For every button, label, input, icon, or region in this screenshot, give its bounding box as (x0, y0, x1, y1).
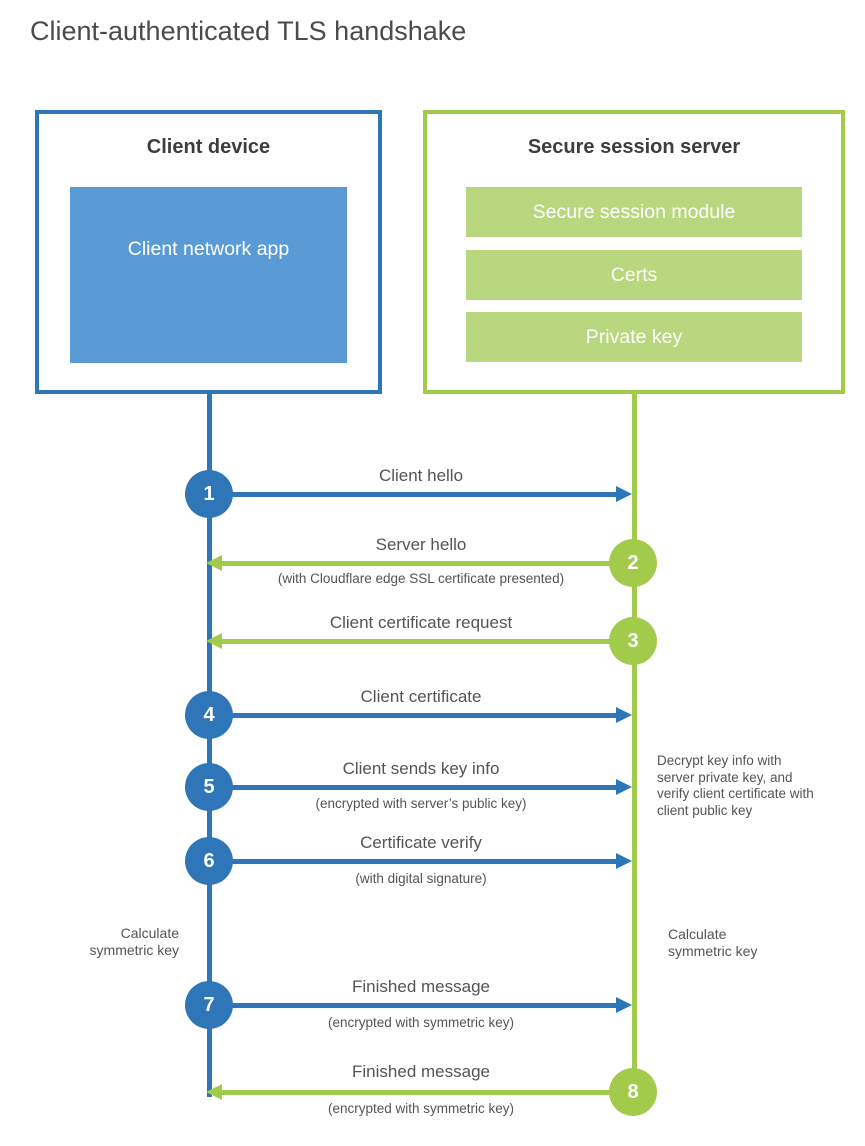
message-5-arrow (209, 785, 616, 790)
page-title: Client-authenticated TLS handshake (30, 16, 467, 46)
client-calculate-note: Calculate symmetric key (89, 925, 179, 958)
arrowhead-left-icon (206, 633, 222, 649)
message-3-arrow (222, 639, 634, 644)
server-module-certs: Certs (466, 250, 802, 300)
server-module-private-key: Private key (466, 312, 802, 362)
server-lifeline (632, 393, 637, 1092)
step-circle-1: 1 (185, 470, 233, 518)
step-circle-3: 3 (609, 617, 657, 665)
message-7-label: Finished message (352, 977, 490, 996)
step-circle-5: 5 (185, 763, 233, 811)
message-3-label: Client certificate request (329, 613, 513, 632)
message-7-sublabel: (encrypted with symmetric key) (327, 1015, 515, 1030)
message-5-sublabel: (encrypted with server’s public key) (315, 796, 527, 811)
step-circle-2: 2 (609, 539, 657, 587)
message-8-label: Finished message (352, 1062, 490, 1081)
arrowhead-left-icon (206, 555, 222, 571)
client-lifeline (207, 393, 212, 1097)
message-1-arrow (209, 492, 616, 497)
server-decrypt-note: Decrypt key info with server private key… (657, 753, 814, 818)
message-2-sublabel: (with Cloudflare edge SSL certificate pr… (277, 571, 565, 586)
step-circle-6: 6 (185, 837, 233, 885)
client-device-title: Client device (146, 136, 271, 158)
message-6-sublabel: (with digital signature) (355, 871, 487, 886)
arrowhead-right-icon (616, 997, 632, 1013)
message-1-label: Client hello (378, 466, 464, 485)
client-network-app-label: Client network app (127, 238, 290, 260)
step-circle-4: 4 (185, 691, 233, 739)
arrowhead-left-icon (206, 1084, 222, 1100)
message-2-label: Server hello (375, 535, 467, 554)
message-4-arrow (209, 713, 616, 718)
message-8-arrow (222, 1090, 634, 1095)
server-calculate-note: Calculate symmetric key (668, 926, 758, 959)
message-6-label: Certificate verify (360, 833, 482, 852)
arrowhead-right-icon (616, 486, 632, 502)
message-5-label: Client sends key info (342, 759, 500, 778)
message-8-sublabel: (encrypted with symmetric key) (327, 1101, 515, 1116)
arrowhead-right-icon (616, 779, 632, 795)
arrowhead-right-icon (616, 707, 632, 723)
message-2-arrow (222, 561, 634, 566)
server-title: Secure session server (527, 136, 741, 158)
client-network-app-box: Client network app (70, 187, 347, 363)
step-circle-7: 7 (185, 981, 233, 1029)
arrowhead-right-icon (616, 853, 632, 869)
step-circle-8: 8 (609, 1068, 657, 1116)
server-module-secure-session: Secure session module (466, 187, 802, 237)
message-7-arrow (209, 1003, 616, 1008)
message-6-arrow (209, 859, 616, 864)
message-4-label: Client certificate (360, 687, 482, 706)
